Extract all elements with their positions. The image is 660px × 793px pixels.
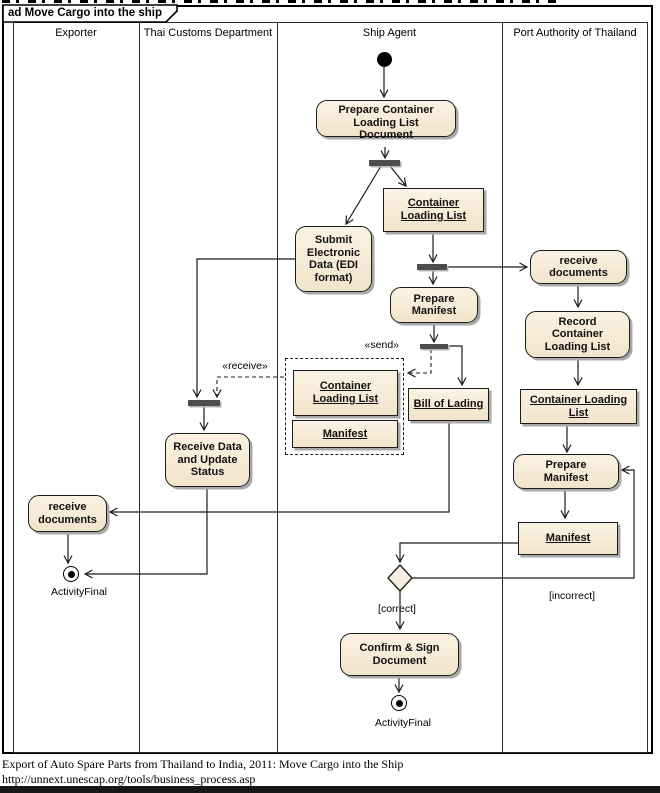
- fork-node-2: [417, 264, 447, 270]
- activity-submit-edi: Submit Electronic Data (EDI format): [295, 226, 372, 292]
- activity-label: Prepare Manifest: [543, 459, 589, 484]
- object-manifest-port: Manifest: [518, 522, 618, 555]
- activity-label: Record Container Loading List: [544, 315, 611, 353]
- object-manifest-sent: Manifest: [292, 420, 398, 448]
- activity-receive-data-update: Receive Data and Update Status: [165, 433, 250, 487]
- swimlane-container: [13, 22, 648, 753]
- activity-confirm-sign: Confirm & Sign Document: [340, 633, 459, 676]
- incorrect-label: [incorrect]: [548, 590, 596, 602]
- fork-node-send: [420, 344, 448, 349]
- activity-prepare-manifest-agent: Prepare Manifest: [390, 287, 478, 323]
- join-node: [188, 400, 220, 406]
- activity-final-label-exporter: ActivityFinal: [50, 586, 107, 598]
- receive-label: «receive»: [222, 360, 268, 372]
- final-node-agent: [391, 695, 407, 711]
- object-label: Bill of Lading: [413, 398, 484, 410]
- initial-node: [377, 52, 392, 67]
- object-label: Manifest: [322, 427, 368, 440]
- activity-record-cll: Record Container Loading List: [525, 311, 630, 358]
- lane-header-port-authority: Port Authority of Thailand: [513, 27, 637, 39]
- object-label: Manifest: [545, 532, 591, 544]
- activity-label: receive documents: [549, 254, 608, 280]
- activity-prepare-cll-document: Prepare Container Loading List Document: [316, 100, 456, 141]
- diagram-frame: [2, 5, 653, 754]
- activity-label: Prepare Manifest: [411, 292, 457, 318]
- document-group-box: [285, 358, 404, 455]
- activity-label: Receive Data and Update Status: [173, 441, 242, 479]
- activity-label: receive documents: [38, 501, 97, 526]
- object-bill-of-lading: Bill of Lading: [408, 388, 489, 421]
- activity-label: Confirm & Sign Document: [359, 642, 440, 667]
- lane-header-ship-agent: Ship Agent: [362, 27, 417, 39]
- activity-label: Submit Electronic Data (EDI format): [306, 234, 361, 284]
- object-label: Container Loading List: [529, 393, 628, 419]
- object-cll-agent: Container Loading List: [383, 188, 484, 232]
- activity-label: Prepare Container Loading List Document: [338, 104, 434, 141]
- caption-url: http://unnext.unescap.org/tools/business…: [2, 772, 256, 786]
- fork-node-1: [369, 160, 400, 166]
- object-cll-sent: Container Loading List: [293, 370, 398, 416]
- lane-divider: [502, 22, 503, 753]
- activity-receive-documents-exporter: receive documents: [28, 495, 107, 532]
- send-label: «send»: [364, 339, 399, 351]
- object-cll-port: Container Loading List: [520, 389, 637, 424]
- frame-title: ad Move Cargo into the ship: [8, 7, 162, 19]
- activity-prepare-manifest-port: Prepare Manifest: [513, 454, 619, 489]
- clipped-text-fragment: [2, 0, 562, 3]
- object-label: Container Loading List: [400, 197, 467, 222]
- activity-final-label-agent: ActivityFinal: [374, 717, 431, 729]
- activity-receive-documents-port: receive documents: [530, 250, 627, 284]
- caption-title: Export of Auto Spare Parts from Thailand…: [2, 757, 404, 771]
- lane-header-thai-customs: Thai Customs Department: [143, 27, 273, 39]
- final-node-exporter: [63, 566, 79, 582]
- object-label: Container Loading List: [312, 380, 379, 405]
- bottom-bar: [0, 786, 660, 793]
- lane-divider: [139, 22, 140, 753]
- lane-divider: [277, 22, 278, 753]
- lane-header-exporter: Exporter: [55, 27, 97, 39]
- correct-label: [correct]: [378, 603, 416, 615]
